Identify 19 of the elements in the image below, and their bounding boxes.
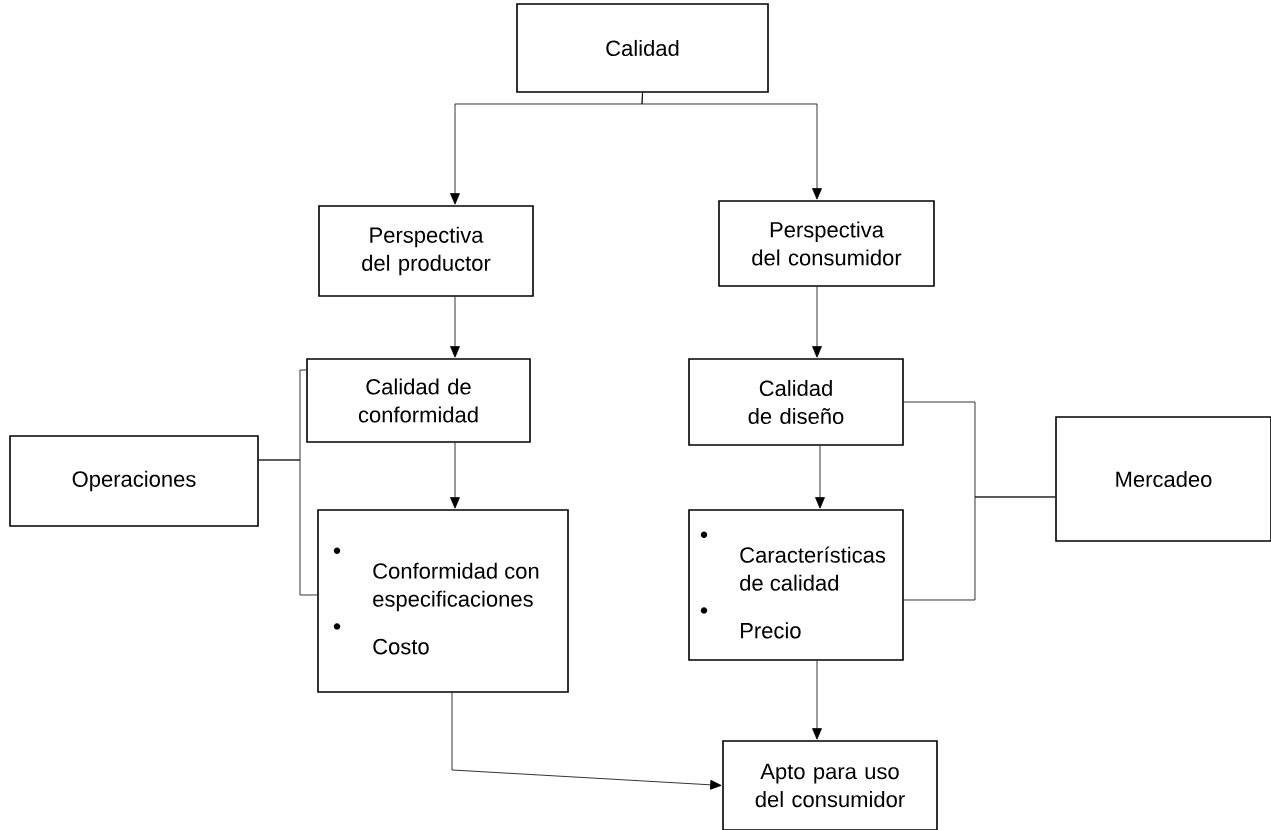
process-box: Operaciones bbox=[9, 435, 259, 527]
connector-arrow bbox=[451, 692, 722, 790]
connector-arrow bbox=[450, 442, 460, 509]
connector-arrow bbox=[450, 296, 460, 358]
bullet-list-box: Conformidad con especificaciones Costo bbox=[317, 509, 569, 693]
process-box: Mercadeo bbox=[1055, 416, 1271, 542]
connector-arrow bbox=[812, 286, 822, 358]
bracket-line bbox=[903, 496, 1056, 601]
bracket-line bbox=[258, 459, 318, 596]
process-box: Perspectiva del productor bbox=[318, 205, 534, 297]
process-box: Calidad de diseño bbox=[688, 358, 904, 446]
connector-arrow bbox=[641, 92, 822, 200]
process-box: Calidad bbox=[516, 3, 769, 93]
connector-arrow bbox=[812, 660, 822, 740]
bullet-list-box: Características de calidad Precio bbox=[688, 509, 904, 661]
process-box: Apto para uso del consumidor bbox=[722, 740, 938, 830]
connector-arrow bbox=[815, 445, 825, 509]
process-box: Perspectiva del consumidor bbox=[718, 200, 935, 287]
process-box: Calidad de conformidad bbox=[306, 358, 531, 443]
